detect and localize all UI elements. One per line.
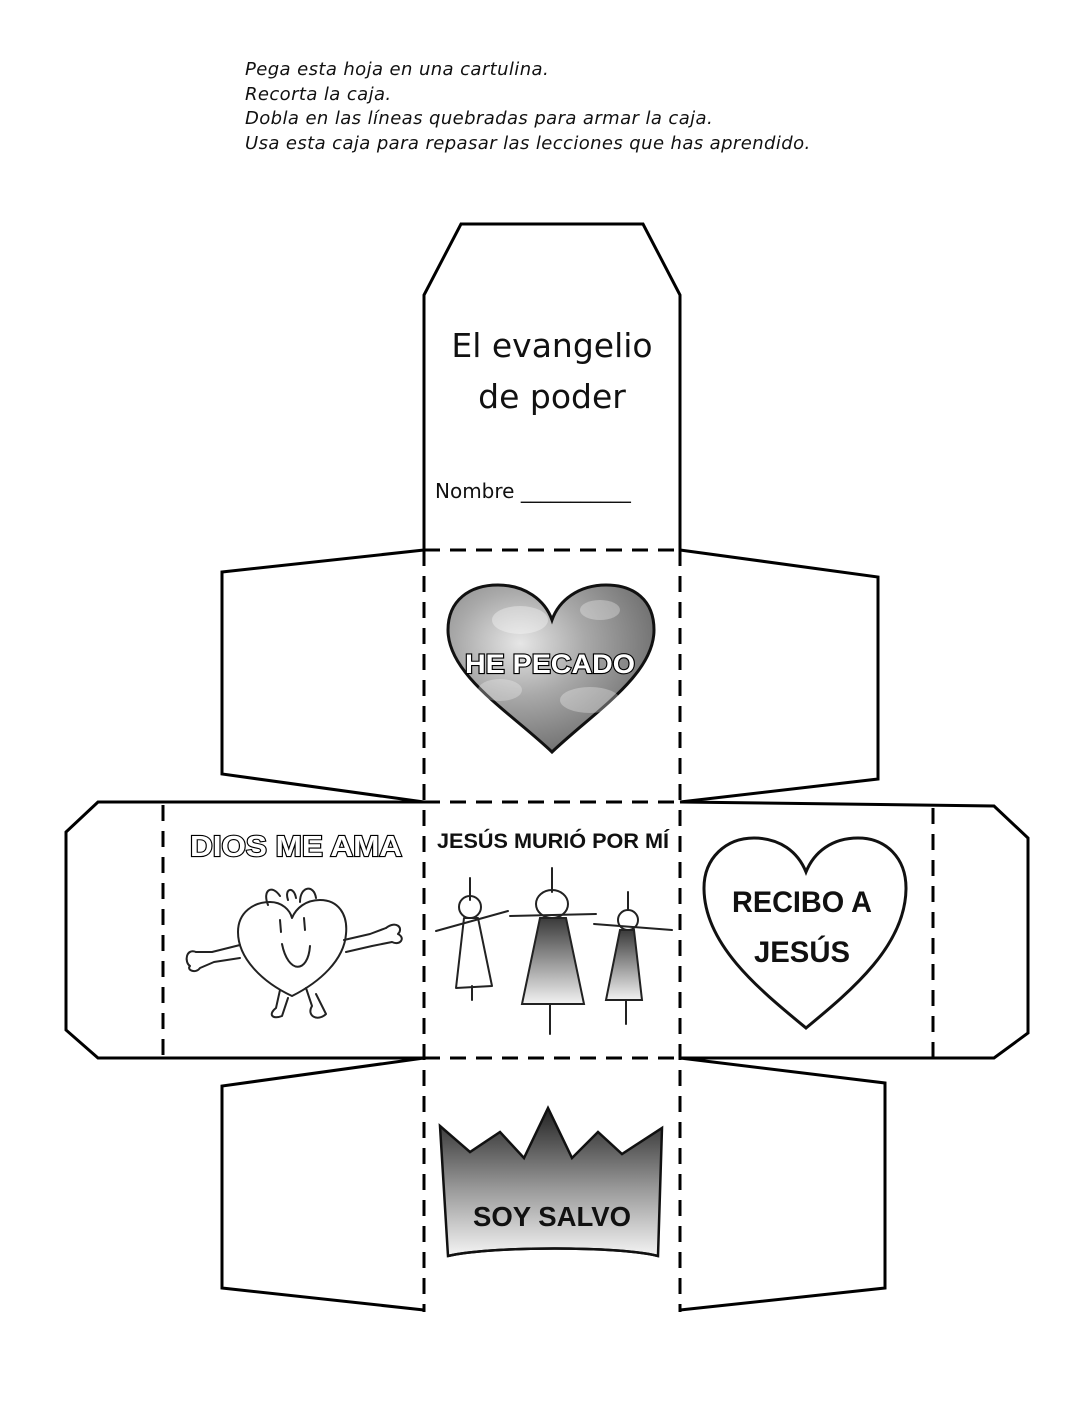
sin-label: HE PECADO [465, 649, 635, 679]
lower-left-flap [220, 1056, 425, 1312]
lower-right-flap [679, 1056, 887, 1312]
instructions-list: Pega esta hoja en una cartulina. Recorta… [245, 58, 965, 156]
crown-icon [438, 1105, 664, 1258]
receive-label-line1: RECIBO A [732, 886, 872, 919]
saved-label: SOY SALVO [473, 1201, 631, 1232]
cut-lines [64, 222, 1030, 1312]
outline-heart-icon [702, 836, 908, 1030]
three-crosses-figures-icon [435, 867, 673, 1035]
upper-right-flap [679, 548, 880, 804]
top-tab-outline [422, 222, 682, 550]
instruction-2: Recorta la caja. [245, 83, 392, 105]
gray-heart-icon [446, 583, 656, 755]
cover-title-line2: de poder [478, 377, 626, 416]
upper-left-flap [220, 548, 425, 804]
cover-title-line1: El evangelio [451, 326, 652, 365]
right-arm [679, 800, 1030, 1060]
instruction-4: Usa esta caja para repasar las lecciones… [245, 132, 811, 154]
instruction-1: Pega esta hoja en una cartulina. [245, 59, 550, 80]
smiling-heart-character-icon [185, 887, 403, 1019]
cross-label: JESÚS MURIÓ POR MÍ [437, 829, 670, 853]
name-field-label: Nombre ___________ [435, 479, 632, 503]
left-arm [64, 800, 424, 1060]
instruction-3: Dobla en las líneas quebradas para armar… [245, 108, 714, 129]
love-label: DIOS ME AMA [190, 831, 402, 863]
receive-label-line2: JESÚS [754, 935, 850, 969]
fold-lines [161, 548, 935, 1312]
